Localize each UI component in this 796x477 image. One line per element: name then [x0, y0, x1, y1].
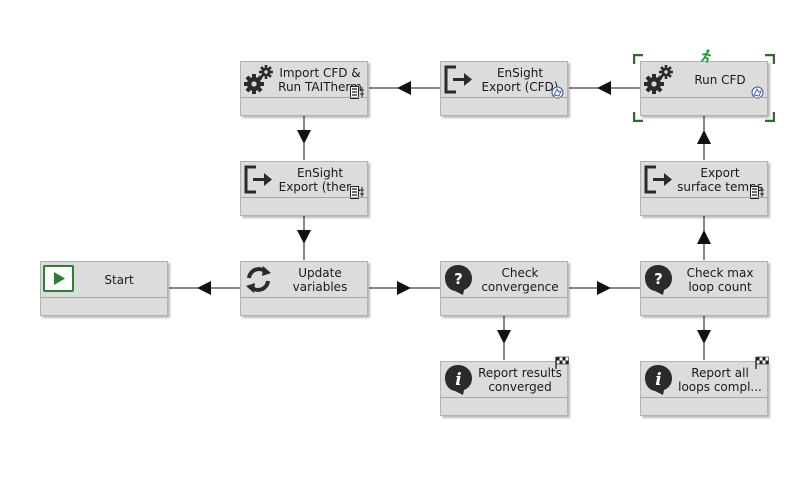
- export-icon: [642, 163, 675, 196]
- export-icon: [442, 63, 475, 96]
- svg-text:?: ?: [454, 270, 463, 288]
- arrowhead: [397, 81, 411, 95]
- node-import-cfd-run-taitherm[interactable]: Import CFD &Run TAITherm: [240, 61, 368, 116]
- arrowhead: [697, 230, 711, 244]
- script-icon: [350, 184, 365, 199]
- arrowhead: [197, 281, 211, 295]
- play-icon: [42, 263, 75, 296]
- arrowhead: [297, 130, 311, 144]
- node-start[interactable]: Start: [40, 261, 168, 316]
- info-icon: i: [642, 363, 675, 396]
- svg-text:i: i: [455, 370, 461, 390]
- script-icon: [750, 184, 765, 199]
- svg-text:i: i: [655, 370, 661, 390]
- checkered-flag-icon: [554, 355, 570, 369]
- checkered-flag-icon: [754, 355, 770, 369]
- arrowhead: [497, 330, 511, 344]
- question-icon: ?: [642, 263, 675, 296]
- arrowhead: [697, 330, 711, 344]
- node-run-cfd[interactable]: Run CFD: [640, 49, 768, 116]
- arrowhead: [297, 230, 311, 244]
- refresh-icon: [242, 263, 275, 296]
- question-icon: ?: [442, 263, 475, 296]
- info-icon: i: [442, 363, 475, 396]
- export-icon: [242, 163, 275, 196]
- running-icon: [698, 48, 714, 63]
- arrowhead: [597, 281, 611, 295]
- node-label: Run CFD: [694, 72, 746, 87]
- gears-icon: [642, 63, 675, 96]
- script-icon: [350, 84, 365, 99]
- node-label: Import CFD &Run TAITherm: [278, 65, 362, 94]
- app-icon: [550, 84, 565, 99]
- arrowhead: [397, 281, 411, 295]
- app-icon: [750, 84, 765, 99]
- node-label: Start: [104, 272, 134, 287]
- arrowhead: [597, 81, 611, 95]
- arrowhead: [697, 130, 711, 144]
- gears-icon: [242, 63, 275, 96]
- svg-text:?: ?: [654, 270, 663, 288]
